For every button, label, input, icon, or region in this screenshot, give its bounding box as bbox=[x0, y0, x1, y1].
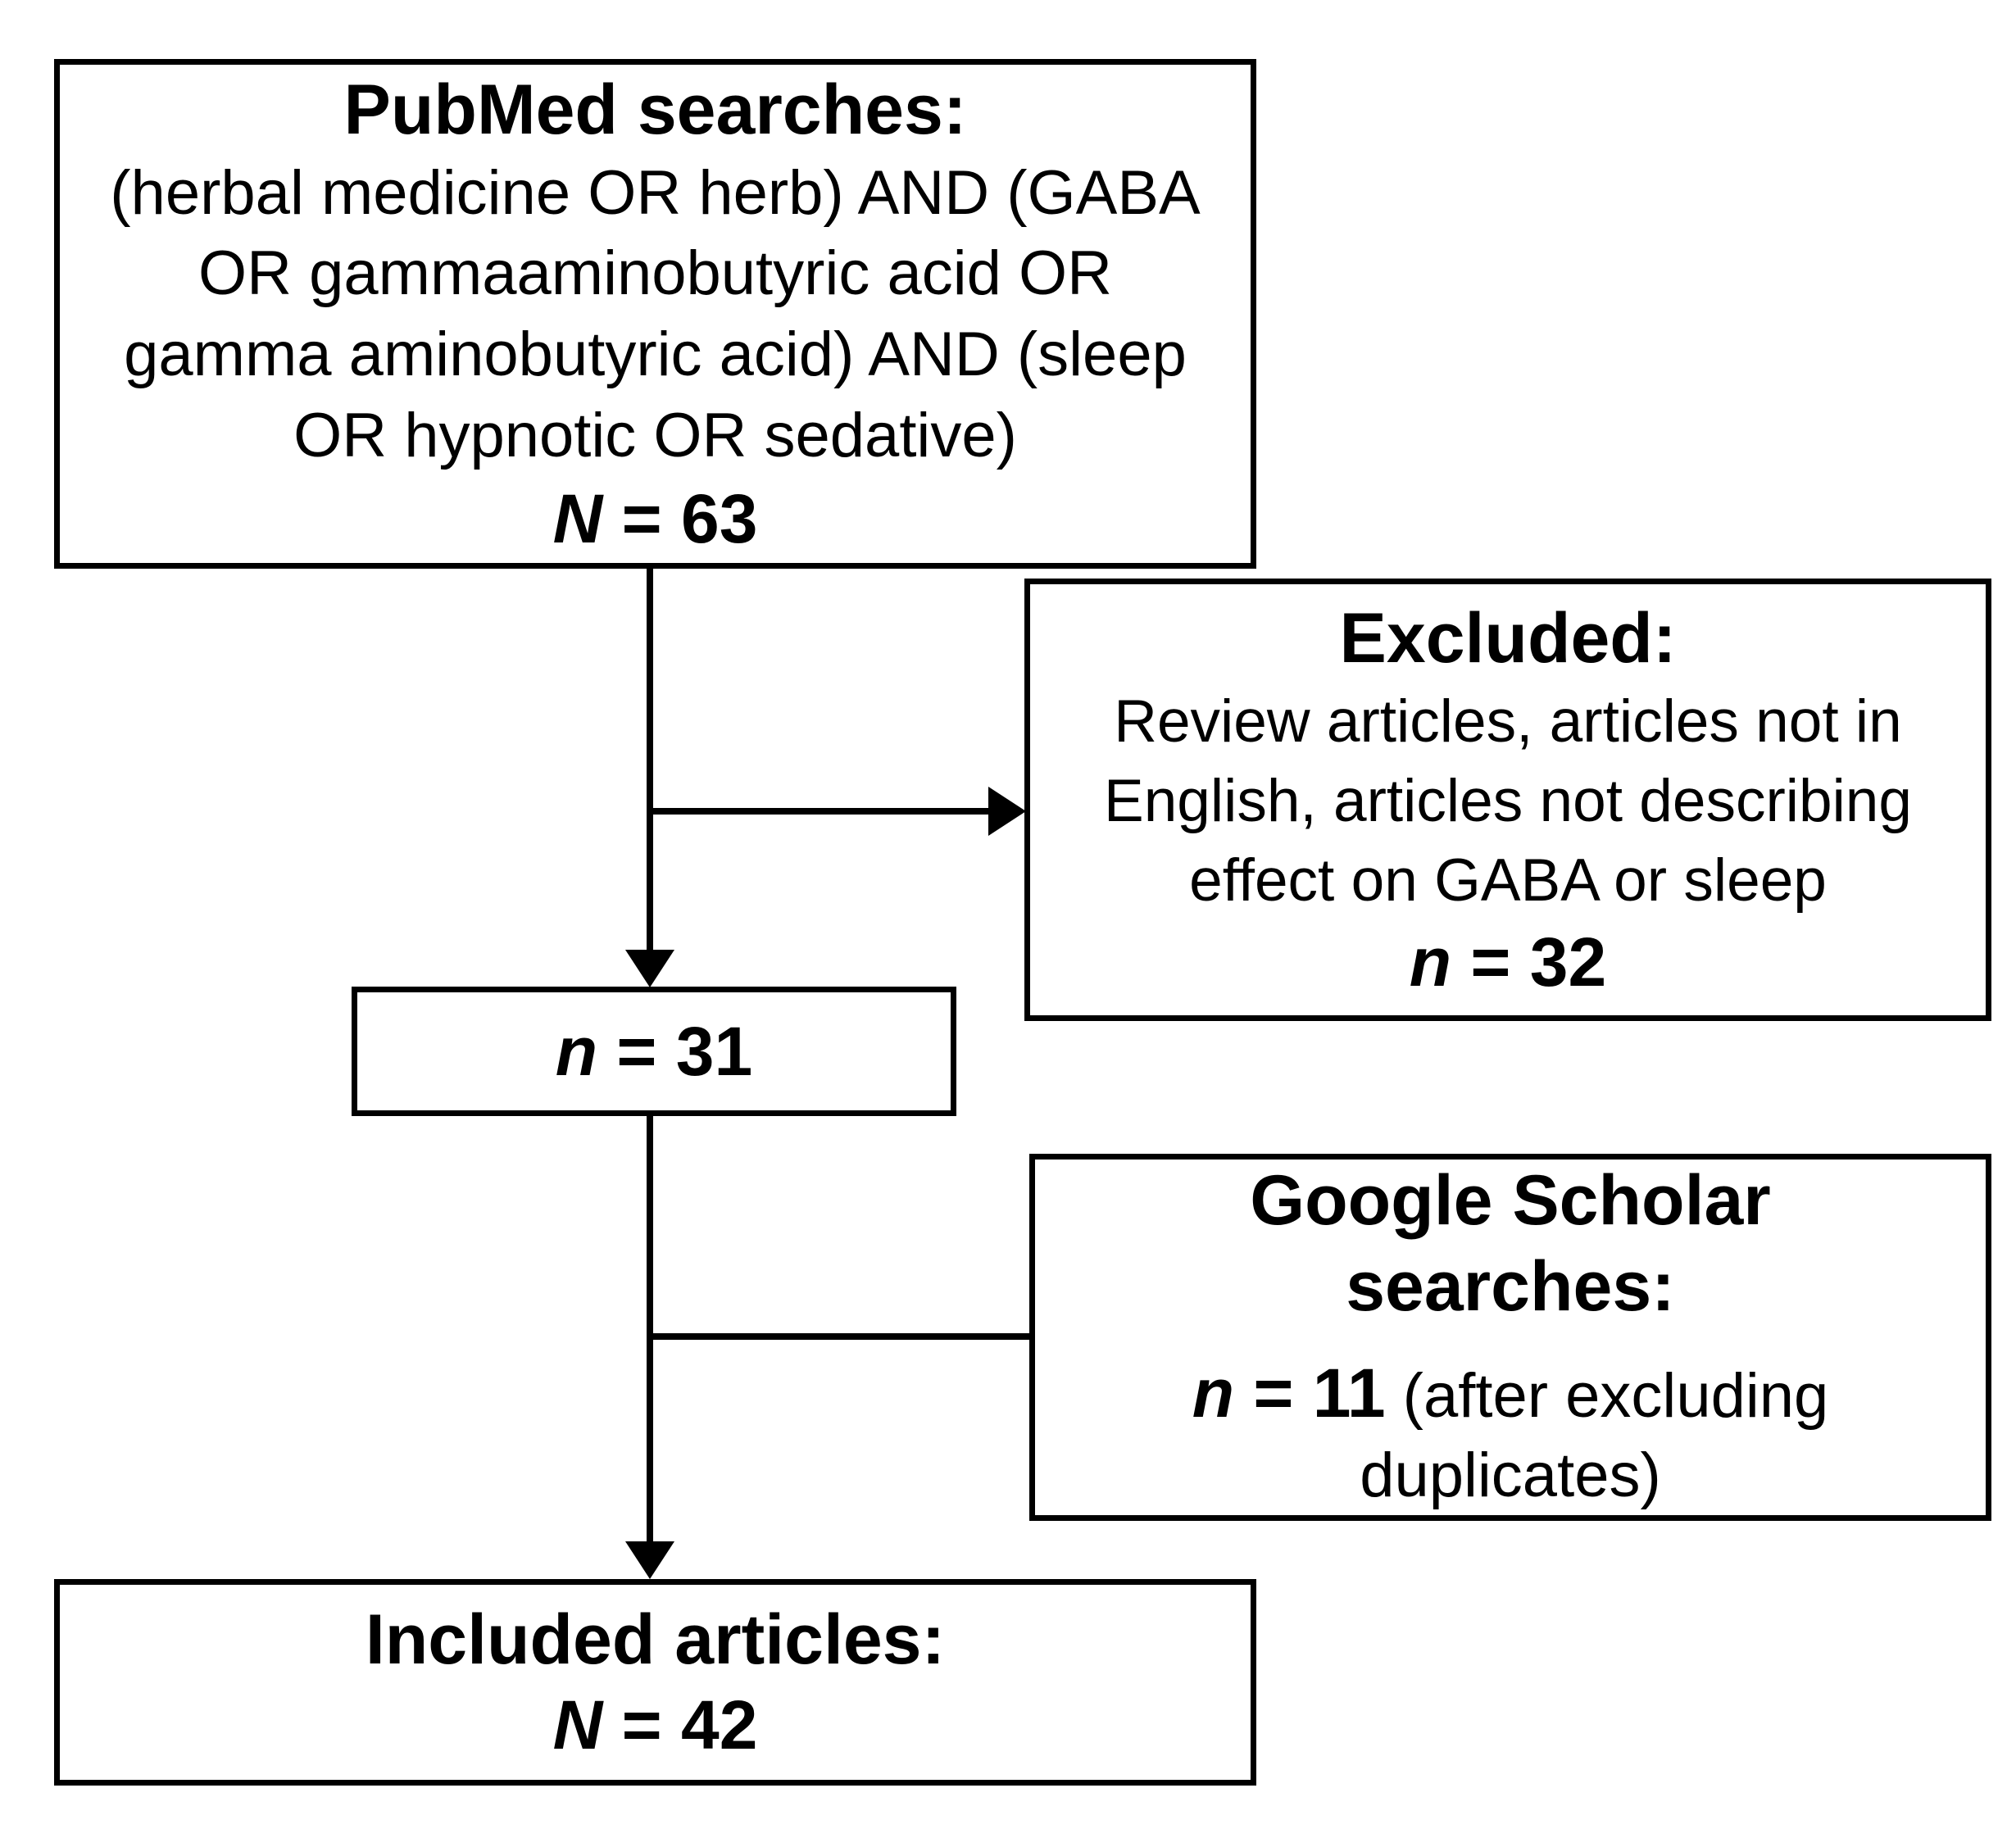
included-count-value: = 42 bbox=[602, 1686, 758, 1764]
arrowhead-down-icon bbox=[625, 1541, 674, 1579]
n31-count-value: = 31 bbox=[597, 1012, 753, 1090]
pubmed-box-title: PubMed searches: bbox=[343, 70, 967, 149]
excluded-count: n = 32 bbox=[1410, 920, 1606, 1004]
pubmed-query-line: (herbal medicine OR herb) AND (GABA bbox=[110, 157, 1201, 228]
google-scholar-count: n = 11 (after excluding bbox=[1192, 1351, 1829, 1435]
excluded-reason-line: English, articles not describing bbox=[1104, 767, 1912, 834]
included-box-title: Included articles: bbox=[365, 1600, 946, 1680]
arrowhead-down-icon bbox=[625, 950, 674, 987]
included-count-letter: N bbox=[552, 1686, 603, 1764]
connector-n31-to-included bbox=[647, 1116, 653, 1542]
n31-count-letter: n bbox=[555, 1012, 598, 1090]
google-scholar-box-title-line: searches: bbox=[1346, 1247, 1675, 1327]
excluded-box-title: Excluded: bbox=[1339, 598, 1677, 678]
n31-count: n = 31 bbox=[556, 1010, 752, 1093]
connector-pubmed-to-n31 bbox=[647, 569, 653, 952]
arrowhead-right-icon bbox=[988, 787, 1026, 836]
pubmed-query-line: OR gammaaminobutyric acid OR bbox=[198, 238, 1113, 309]
excluded-reason-line: effect on GABA or sleep bbox=[1189, 846, 1827, 914]
google-scholar-note: duplicates) bbox=[1360, 1440, 1661, 1510]
pubmed-searches-box: PubMed searches: (herbal medicine OR her… bbox=[54, 59, 1256, 569]
excluded-count-value: = 32 bbox=[1451, 923, 1607, 1001]
google-scholar-count-value: = 11 bbox=[1234, 1355, 1386, 1432]
pubmed-query-line: gamma aminobutyric acid) AND (sleep bbox=[124, 320, 1187, 390]
excluded-count-letter: n bbox=[1409, 923, 1452, 1001]
included-articles-box: Included articles: N = 42 bbox=[54, 1579, 1256, 1786]
pubmed-count-value: = 63 bbox=[602, 479, 758, 557]
n31-box: n = 31 bbox=[352, 987, 956, 1116]
pubmed-query-line: OR hypnotic OR sedative) bbox=[293, 401, 1017, 471]
pubmed-count-letter: N bbox=[552, 479, 603, 557]
google-scholar-box: Google Scholar searches: n = 11 (after e… bbox=[1029, 1154, 1991, 1521]
excluded-reason-line: Review articles, articles not in bbox=[1114, 688, 1902, 755]
pubmed-count: N = 63 bbox=[553, 477, 758, 560]
connector-to-google-scholar bbox=[647, 1333, 1029, 1340]
excluded-box: Excluded: Review articles, articles not … bbox=[1024, 579, 1991, 1021]
google-scholar-box-title-line: Google Scholar bbox=[1250, 1161, 1771, 1241]
connector-to-excluded bbox=[647, 808, 991, 815]
google-scholar-note: (after excluding bbox=[1385, 1361, 1829, 1432]
google-scholar-count-letter: n bbox=[1192, 1355, 1235, 1432]
included-count: N = 42 bbox=[553, 1683, 758, 1767]
